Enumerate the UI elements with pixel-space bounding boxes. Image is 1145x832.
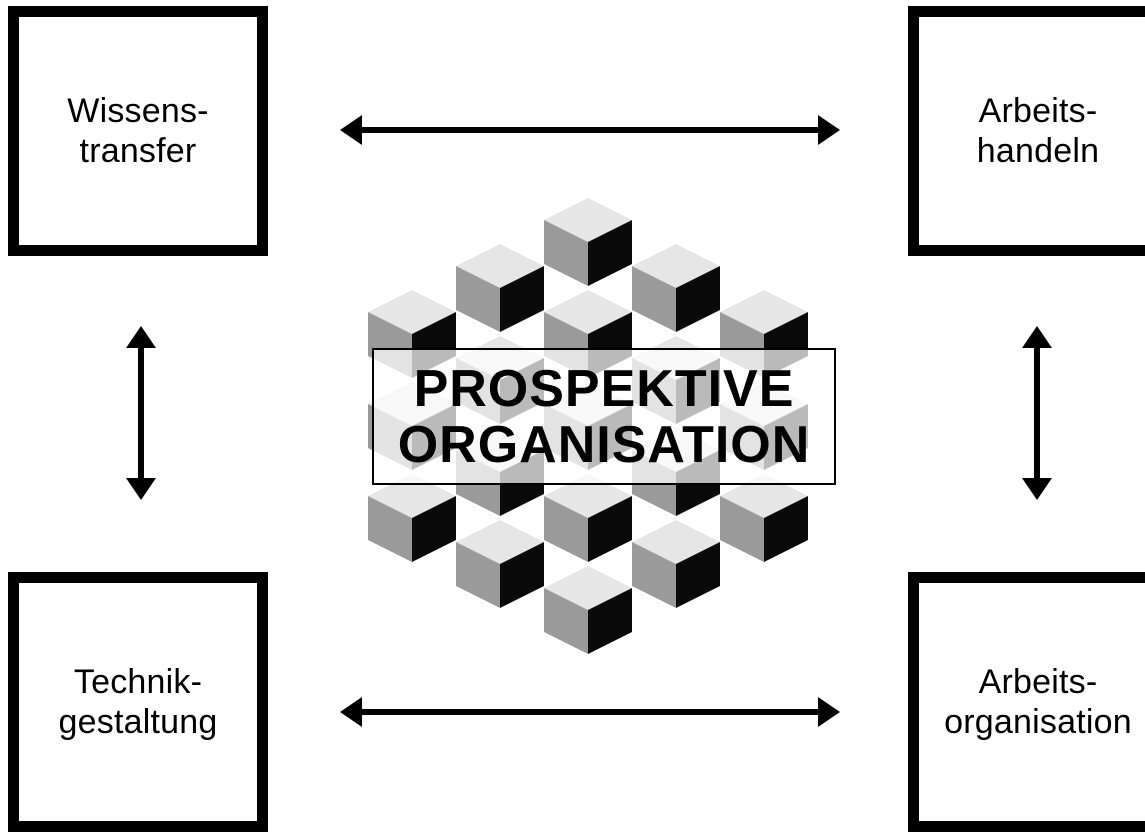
arrow-bottom-horizontal [340,697,840,727]
box-wissenstransfer: Wissens- transfer [8,6,268,256]
center-title-line-1: PROSPEKTIVE [413,359,795,418]
cube-left-face [544,588,588,654]
cube-right-face [764,496,808,562]
cube-left-face [456,542,500,608]
cube-0 [544,198,632,286]
cube-17 [632,520,720,608]
label-arbeitsorganisation: Arbeits- organisation [944,663,1132,741]
cube-left-face [720,496,764,562]
arrowhead-right [818,697,840,727]
center-title-box: PROSPEKTIVE ORGANISATION [372,348,836,485]
cube-left-face [632,542,676,608]
arrow-right-vertical [1022,326,1052,500]
cube-left-face [544,496,588,562]
cube-1 [456,244,544,332]
label-wissenstransfer: Wissens- transfer [67,92,209,170]
cube-right-face [676,542,720,608]
cube-left-face [632,266,676,332]
arrowhead-down [1022,478,1052,500]
arrow-group [126,115,1052,727]
arrowhead-down [126,478,156,500]
arrow-left-vertical [126,326,156,500]
cube-13 [368,474,456,562]
cube-right-face [676,266,720,332]
cube-left-face [456,266,500,332]
cube-right-face [412,496,456,562]
cube-right-face [588,496,632,562]
cube-14 [544,474,632,562]
cube-18 [544,566,632,654]
arrowhead-left [340,697,362,727]
box-arbeitsorganisation: Arbeits- organisation [908,572,1145,832]
box-arbeitshandeln: Arbeits- handeln [908,6,1145,256]
box-technikgestaltung: Technik- gestaltung [8,572,268,832]
cube-15 [720,474,808,562]
cube-2 [632,244,720,332]
label-technikgestaltung: Technik- gestaltung [58,663,218,741]
arrow-top-horizontal [340,115,840,145]
arrowhead-up [126,326,156,348]
cube-16 [456,520,544,608]
center-title-line-2: ORGANISATION [397,415,811,474]
cube-right-face [588,220,632,286]
cube-left-face [368,496,412,562]
cube-right-face [500,266,544,332]
arrowhead-up [1022,326,1052,348]
label-arbeitshandeln: Arbeits- handeln [976,92,1100,170]
cube-left-face [544,220,588,286]
cube-right-face [588,588,632,654]
cube-right-face [500,542,544,608]
arrowhead-left [340,115,362,145]
arrowhead-right [818,115,840,145]
